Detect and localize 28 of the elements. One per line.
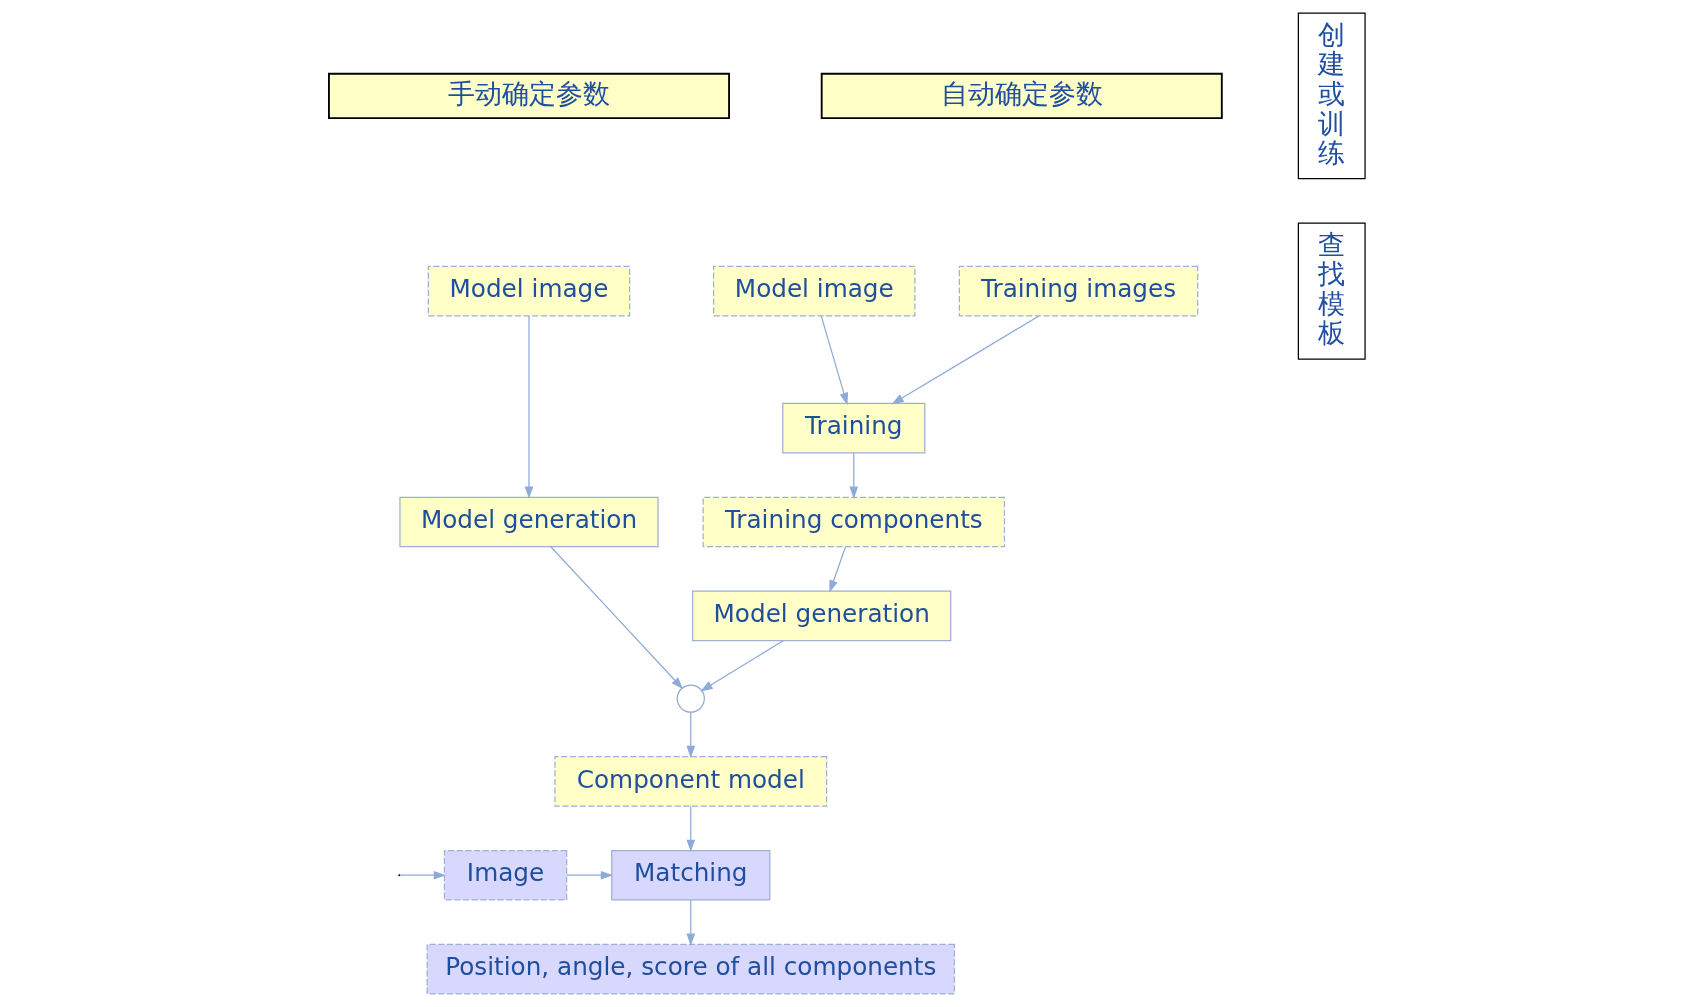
arrow — [829, 546, 847, 593]
arrow — [849, 452, 859, 499]
node-box: Training components — [702, 496, 1006, 548]
node-circle — [676, 684, 705, 713]
node-box: Training images — [958, 265, 1199, 317]
node-box: Matching — [611, 849, 771, 901]
arrow — [566, 870, 614, 880]
node-box: Image — [443, 849, 568, 901]
arrow — [550, 546, 684, 690]
node-box: 查找模板 — [1297, 222, 1366, 360]
arrow — [524, 315, 534, 499]
node-box: Component model — [554, 756, 828, 807]
node-box: Model image — [427, 265, 631, 317]
arrow — [700, 640, 784, 692]
arrow — [891, 315, 1040, 405]
arrow — [399, 870, 447, 880]
node-box: 自动确定参数 — [820, 72, 1223, 120]
node-box: Model generation — [399, 496, 659, 548]
node-box: Model generation — [692, 590, 952, 642]
node-box: Model image — [713, 265, 916, 317]
arrow — [686, 899, 696, 946]
arrow — [686, 805, 696, 853]
node-box: 手动确定参数 — [328, 72, 730, 120]
arrow — [820, 315, 849, 406]
node-box: Position, angle, score of all components — [426, 943, 956, 995]
node-box: 创建或训练 — [1297, 12, 1366, 180]
arrow — [686, 711, 696, 759]
node-box: Training — [782, 402, 926, 454]
